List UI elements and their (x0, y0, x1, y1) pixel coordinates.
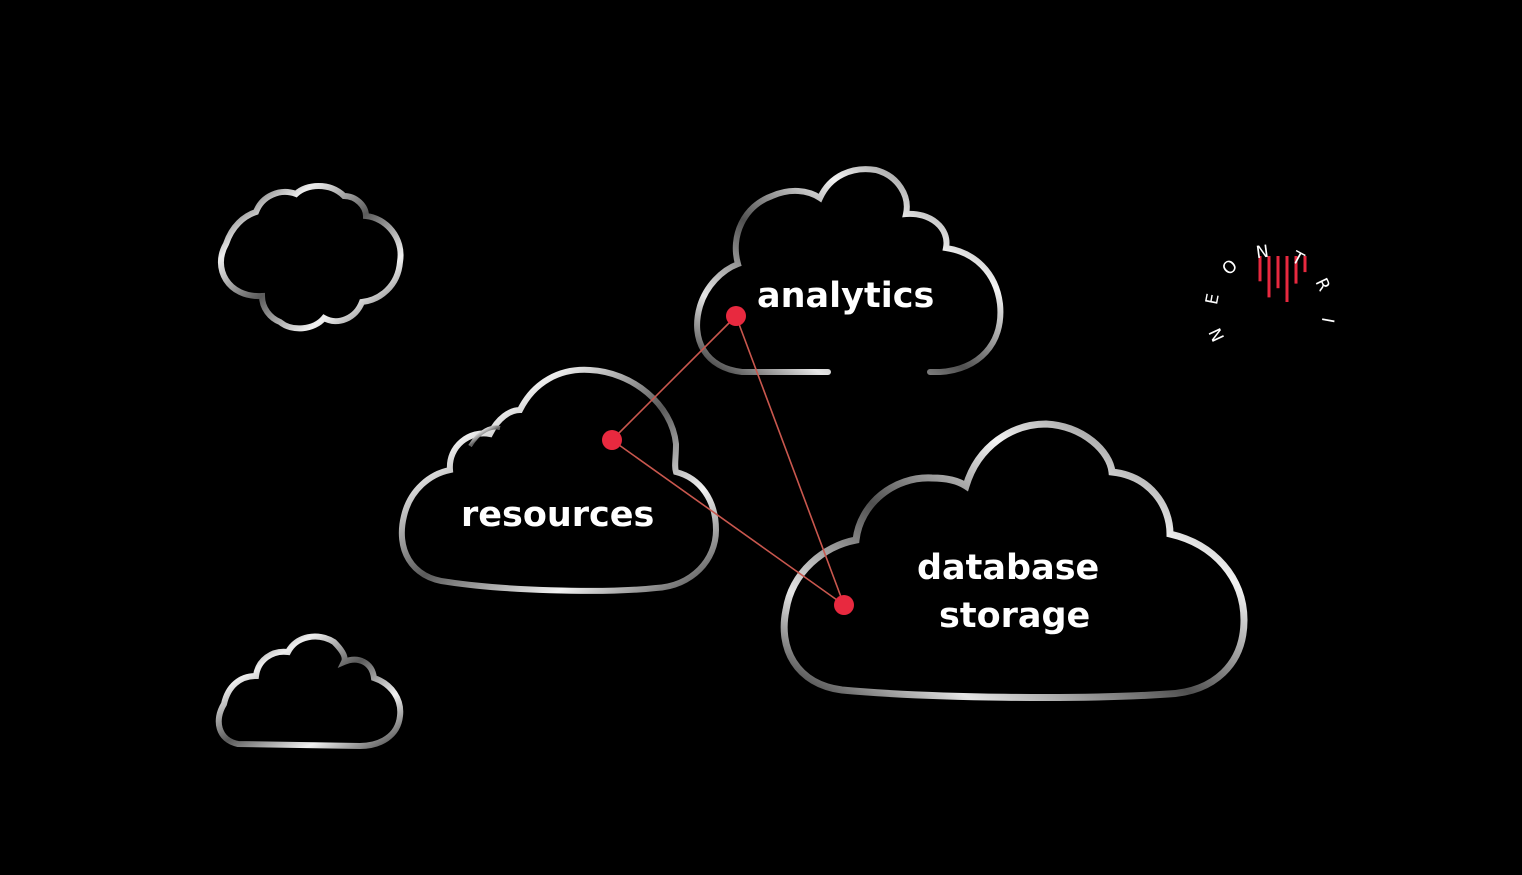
node-database (834, 595, 854, 615)
logo-letter: O (1218, 256, 1241, 280)
logo-letter: N (1255, 242, 1270, 263)
cloud-small-top (218, 183, 404, 332)
edge-analytics-resources (611, 315, 737, 441)
logo-letter: E (1202, 292, 1224, 306)
logo-letter: N (1206, 325, 1230, 345)
logo-letter: R (1311, 275, 1334, 295)
cloud-database: database storage (780, 420, 1248, 701)
database-label-line2: storage (939, 596, 1090, 636)
analytics-label: analytics (757, 276, 934, 316)
edges (611, 315, 845, 606)
cloud-small-bottom (215, 633, 404, 750)
node-resources (602, 430, 622, 450)
logo-bars (1258, 256, 1307, 302)
cloud-resources: resources (398, 366, 720, 594)
edge-resources-database (611, 439, 845, 606)
logo-letter: I (1317, 316, 1338, 324)
database-label-line1: database (917, 548, 1099, 588)
node-analytics (726, 306, 746, 326)
nodes (602, 306, 854, 615)
cloud-analytics: analytics (694, 166, 1004, 375)
edge-analytics-database (735, 315, 845, 606)
resources-label: resources (461, 495, 654, 535)
